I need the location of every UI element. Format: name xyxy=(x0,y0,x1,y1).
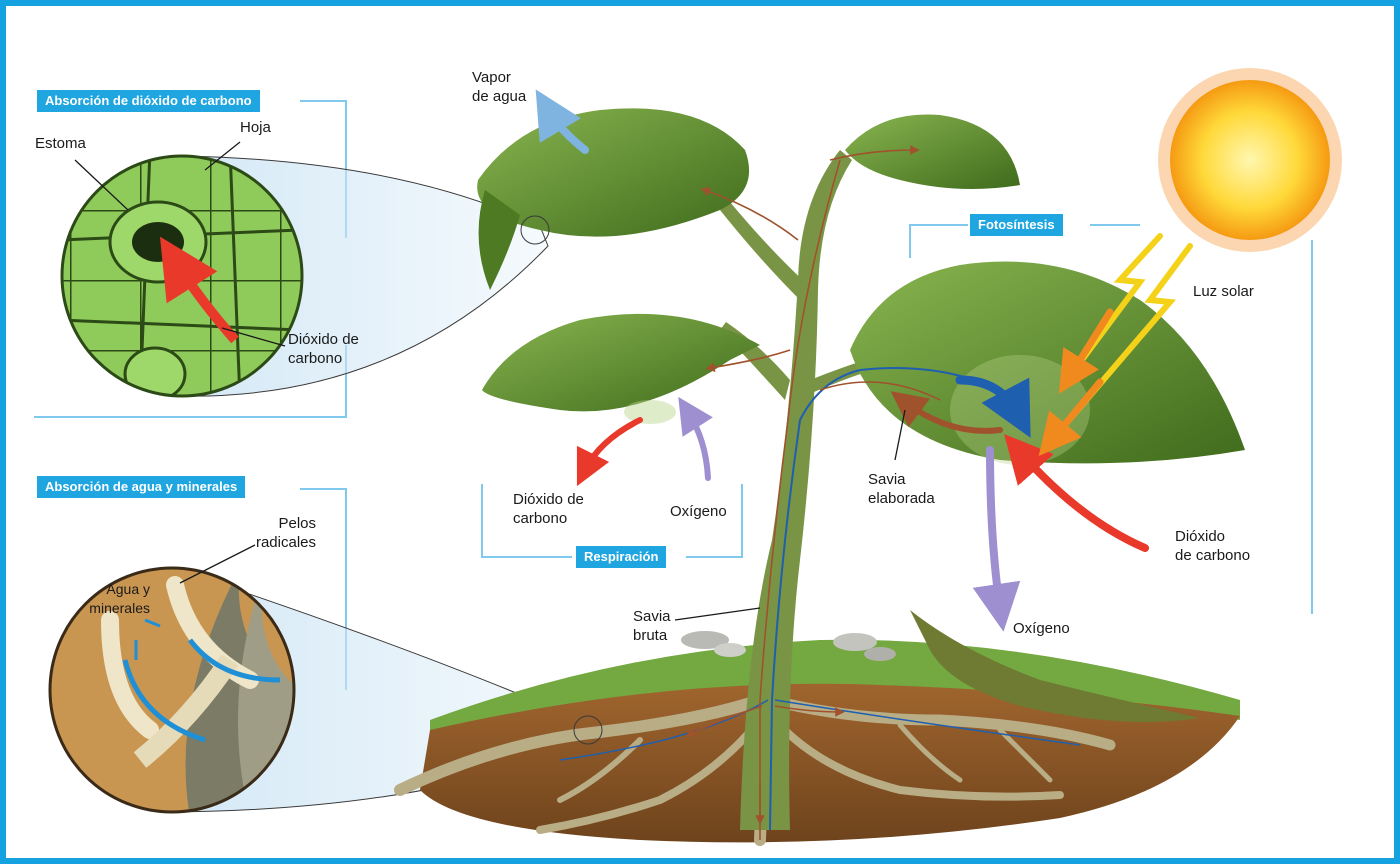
co2-absorption-title: Absorción de dióxido de carbono xyxy=(37,90,260,112)
oxygen-arrow-photosynthesis xyxy=(990,450,1000,608)
sunlight-label: Luz solar xyxy=(1193,282,1254,301)
respiration-title: Respiración xyxy=(576,546,666,568)
raw-sap-label: Savia bruta xyxy=(633,607,671,645)
co2-photosynthesis-label: Dióxido de carbono xyxy=(1175,527,1250,565)
co2-arrow-respiration xyxy=(585,420,640,470)
leaf-label: Hoja xyxy=(240,118,271,137)
water-minerals-label: Agua y minerales xyxy=(72,580,150,618)
stoma-label: Estoma xyxy=(35,134,86,153)
water-vapor-label: Vapor de agua xyxy=(472,68,526,106)
leaves xyxy=(477,108,1245,722)
photosynthesis-title: Fotosíntesis xyxy=(970,214,1063,236)
sun-icon xyxy=(1158,68,1342,252)
oxygen-arrow-respiration xyxy=(688,412,708,478)
co2-respiration-label: Dióxido de carbono xyxy=(513,490,584,528)
water-absorption-title: Absorción de agua y minerales xyxy=(37,476,245,498)
co2-arrow-photosynthesis xyxy=(1020,452,1145,548)
oxygen-respiration-label: Oxígeno xyxy=(670,502,727,521)
oxygen-photosynthesis-label: Oxígeno xyxy=(1013,619,1070,638)
root-hairs-label: Pelos radicales xyxy=(232,514,316,552)
elaborated-sap-label: Savia elaborada xyxy=(868,470,935,508)
co2-inset-label: Dióxido de carbono xyxy=(288,330,359,368)
